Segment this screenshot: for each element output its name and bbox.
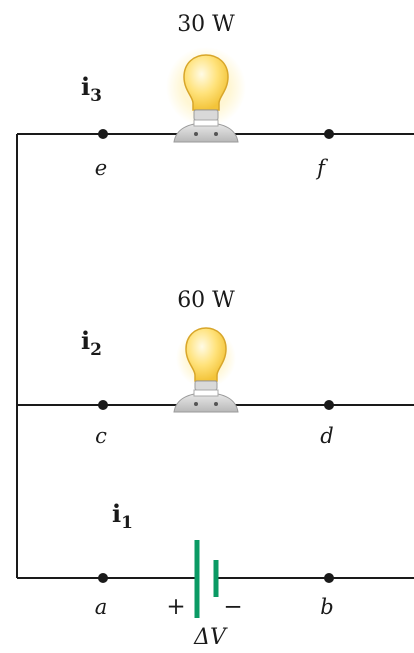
node-d	[324, 400, 334, 410]
node-label-d: d	[320, 424, 333, 448]
node-label-f: f	[315, 156, 328, 180]
bulb-glass-icon	[183, 54, 229, 111]
node-e	[98, 129, 108, 139]
nodes	[98, 129, 334, 583]
node-a	[98, 573, 108, 583]
node-label-a: a	[95, 595, 108, 619]
battery-plus-label: +	[166, 594, 185, 620]
node-label-b: b	[320, 595, 333, 619]
node-labels: e f c d a b	[95, 156, 334, 619]
bulb-30w	[166, 47, 246, 143]
battery	[194, 540, 219, 618]
node-c	[98, 400, 108, 410]
node-label-c: c	[95, 424, 107, 448]
bulb-60w-label: 60 W	[177, 288, 235, 313]
bulb-neck	[194, 380, 218, 391]
battery-voltage-label: ΔV	[193, 625, 228, 650]
battery-minus-label: −	[223, 594, 242, 620]
node-label-e: e	[95, 156, 107, 180]
current-label-i1: i1	[112, 499, 133, 533]
bulb-30w-label: 30 W	[177, 12, 235, 37]
bulb-neck	[193, 109, 219, 121]
node-b	[324, 573, 334, 583]
bulb-glass-icon	[185, 327, 227, 382]
current-label-i2: i2	[81, 326, 102, 360]
current-label-i3: i3	[81, 72, 102, 106]
bulb-60w	[173, 327, 239, 413]
node-f	[324, 129, 334, 139]
